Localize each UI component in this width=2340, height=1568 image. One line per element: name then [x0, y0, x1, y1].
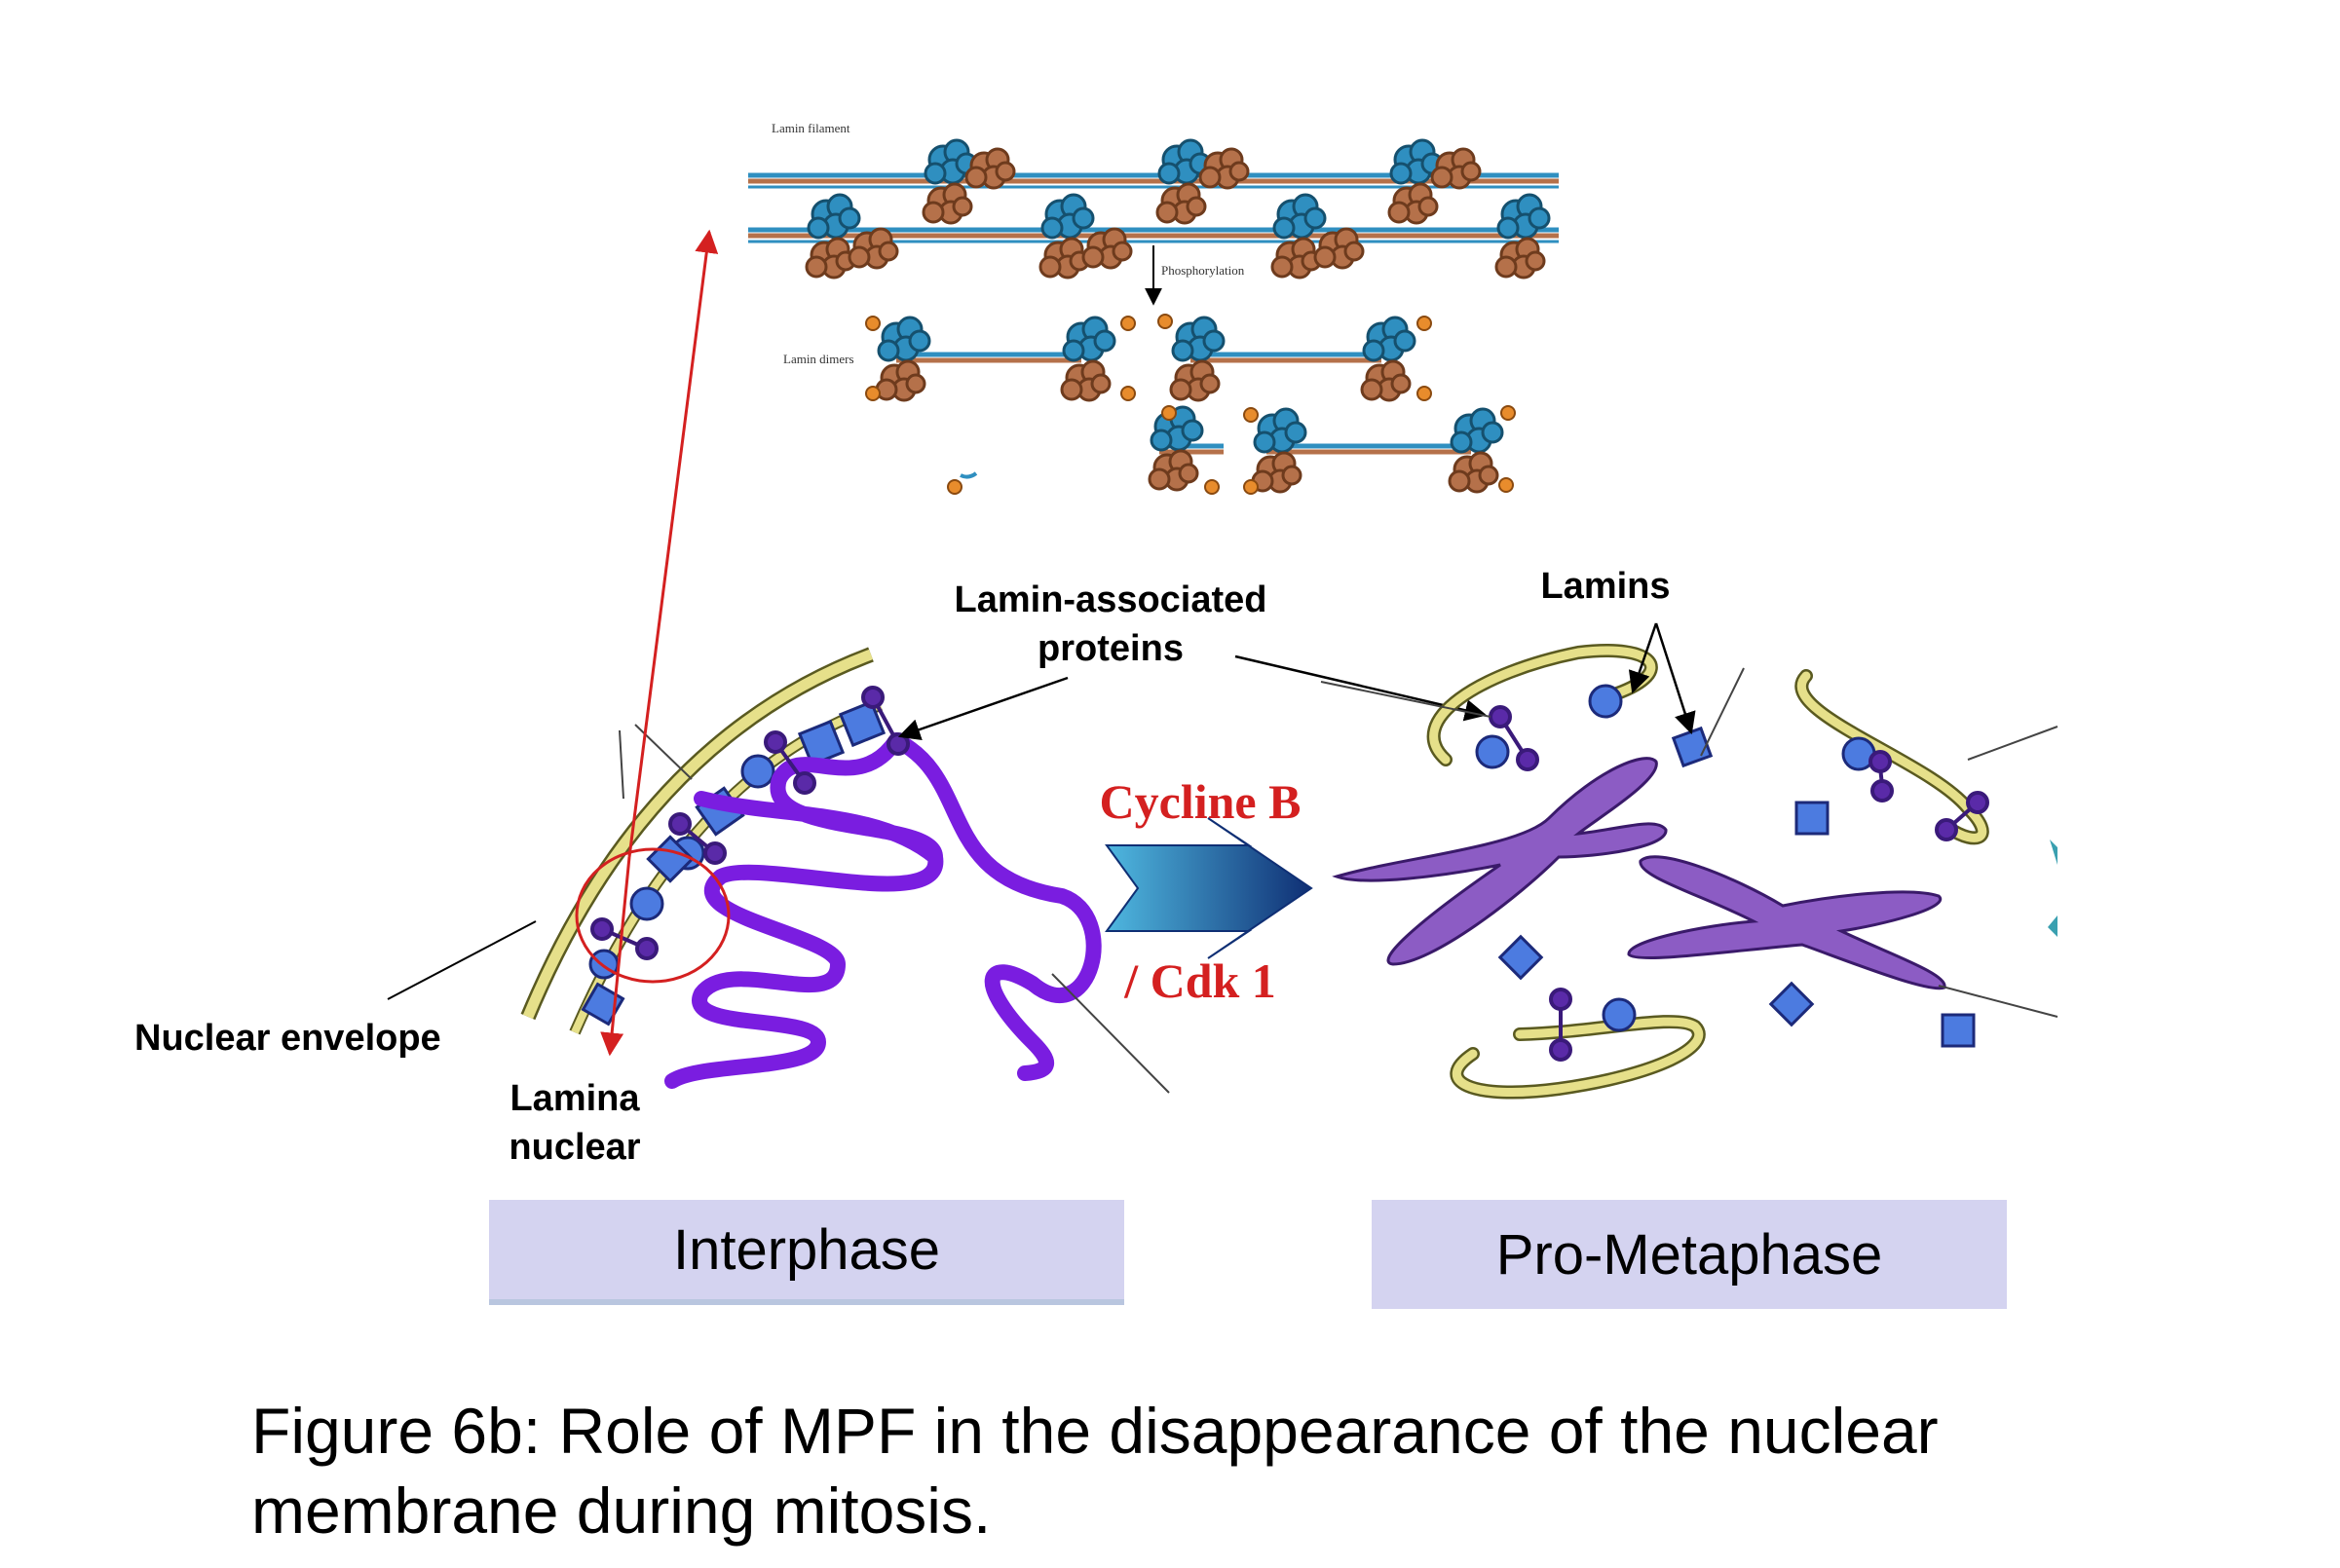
- chromosome-1: [1332, 757, 1668, 966]
- lamin-associated-pointer-left: [897, 676, 1069, 740]
- phosphate-icon: [1157, 314, 1173, 329]
- lamina-label-line2: nuclear: [509, 1127, 640, 1168]
- transition-arrow-icon: [1105, 817, 1313, 959]
- cdk1-label: / Cdk 1: [1123, 953, 1276, 1008]
- zoom-arrow-up: [627, 229, 719, 858]
- phosphate-icon: [1498, 477, 1514, 493]
- lamin-filament-label: Lamin filament: [772, 121, 850, 135]
- caption-line-2: membrane during mitosis.: [251, 1475, 992, 1547]
- lamins-pointer-left: [1628, 622, 1658, 694]
- phosphate-icon: [1243, 479, 1259, 495]
- lamin-filament-1: [748, 140, 1559, 223]
- lamin-dimers-label: Lamin dimers: [783, 352, 854, 366]
- phosphate-icon: [1204, 479, 1220, 495]
- phosphate-icon: [1243, 407, 1259, 423]
- lamin-filament-2: [748, 195, 1559, 278]
- phosphorylation-label: Phosphorylation: [1161, 263, 1245, 278]
- phosphate-icon: [1416, 316, 1432, 331]
- chromatin: [664, 732, 1102, 1089]
- lamin-associated-label-line1: Lamin-associated: [955, 579, 1267, 620]
- lamins-label: Lamins: [1540, 566, 1670, 607]
- lamina-highlight-circle: [575, 847, 731, 984]
- phosphate-icon: [865, 316, 881, 331]
- released-proteins: [1475, 684, 1976, 1048]
- phosphate-icon: [865, 386, 881, 401]
- lamin-associated-label-line2: proteins: [1038, 628, 1184, 669]
- phosphate-icon: [1120, 386, 1136, 401]
- phosphate-icon: [1120, 316, 1136, 331]
- lamin-panel: Lamin filament Phosphoryl: [748, 121, 1559, 495]
- lamin-associated-connectors: [590, 686, 910, 960]
- phosphate-icon: [1416, 386, 1432, 401]
- released-connectors: [1489, 705, 1989, 1062]
- figure-caption: Figure 6b: Role of MPF in the disappeara…: [251, 1391, 2102, 1550]
- interphase-nucleus: [520, 229, 1170, 1094]
- nuclear-envelope-pointer: [387, 920, 537, 1000]
- zoom-arrow-down: [600, 856, 631, 1057]
- nuclear-envelope-label: Nuclear envelope: [134, 1018, 441, 1059]
- phosphate-icon: [1500, 405, 1516, 421]
- lamin-dimer-2: [1157, 314, 1432, 401]
- phosphate-icon: [947, 479, 962, 495]
- lamin-dimer-1: [865, 316, 1136, 401]
- interphase-label-box: Interphase: [489, 1200, 1124, 1299]
- caption-line-1: Figure 6b: Role of MPF in the disappeara…: [251, 1395, 1939, 1467]
- lamin-dimer-3: [1150, 405, 1224, 495]
- lamina-label-line1: Lamina: [510, 1078, 640, 1119]
- prometaphase-label-box: Pro-Metaphase: [1372, 1200, 2007, 1309]
- cycline-b-label: Cycline B: [1100, 774, 1302, 829]
- chromosome-2: [1627, 855, 1946, 990]
- lamin-dimer-4: [1243, 405, 1516, 495]
- phosphate-icon: [1161, 405, 1177, 421]
- lamins-pointer-right: [1654, 622, 1696, 735]
- prometaphase-cell: [1320, 644, 2058, 1100]
